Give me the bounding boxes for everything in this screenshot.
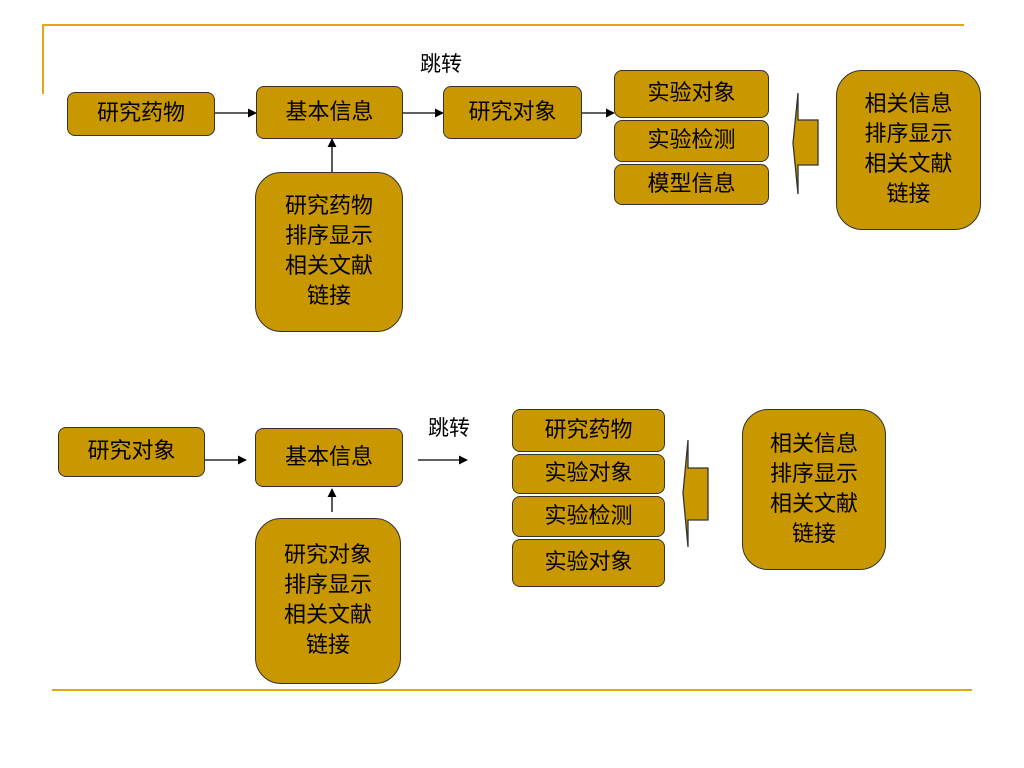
jump-label-2: 跳转	[428, 416, 470, 440]
jump-label-1: 跳转	[420, 52, 462, 76]
bottom-rule	[52, 689, 972, 691]
target-node-label: 研究对象	[468, 99, 557, 125]
block-arrow-left-2	[682, 439, 709, 548]
list-item: 实验检测	[614, 120, 769, 162]
list-item: 实验对象	[512, 454, 665, 494]
center-node-label: 基本信息	[284, 444, 373, 470]
target-node-research-object: 研究对象	[443, 86, 582, 139]
center-node-basic-info: 基本信息	[256, 86, 403, 139]
list-item-label: 实验对象	[544, 550, 633, 575]
start-node-research-drug: 研究药物	[67, 92, 215, 136]
list-item-label: 研究药物	[544, 417, 633, 443]
side-node-label: 相关信息 排序显示 相关文献 链接	[769, 431, 858, 547]
list-item-label: 模型信息	[647, 171, 736, 197]
list-item-label: 实验检测	[647, 128, 736, 153]
side-node-related-info: 相关信息 排序显示 相关文献 链接	[742, 409, 886, 570]
side-node-label: 相关信息 排序显示 相关文献 链接	[864, 92, 953, 207]
list-item-label: 实验对象	[647, 81, 736, 106]
below-node-label: 研究药物 排序显示 相关文献 链接	[284, 194, 373, 309]
start-node-label: 研究药物	[96, 101, 185, 126]
list-item-label: 实验检测	[544, 503, 633, 529]
side-node-related-info: 相关信息 排序显示 相关文献 链接	[836, 70, 981, 230]
block-arrow-left-1	[792, 92, 819, 195]
below-node-details: 研究对象 排序显示 相关文献 链接	[255, 518, 401, 684]
list-item: 模型信息	[614, 164, 769, 205]
list-item: 实验对象	[512, 539, 665, 587]
below-node-details: 研究药物 排序显示 相关文献 链接	[255, 172, 403, 332]
center-node-label: 基本信息	[285, 99, 374, 125]
start-node-research-object: 研究对象	[58, 427, 205, 477]
start-node-label: 研究对象	[87, 439, 176, 464]
list-item: 研究药物	[512, 409, 665, 452]
list-item: 实验对象	[614, 70, 769, 118]
list-item: 实验检测	[512, 496, 665, 537]
below-node-label: 研究对象 排序显示 相关文献 链接	[283, 543, 372, 658]
left-rule	[42, 24, 44, 94]
top-rule	[42, 24, 964, 26]
center-node-basic-info: 基本信息	[255, 428, 403, 487]
list-item-label: 实验对象	[544, 461, 633, 486]
